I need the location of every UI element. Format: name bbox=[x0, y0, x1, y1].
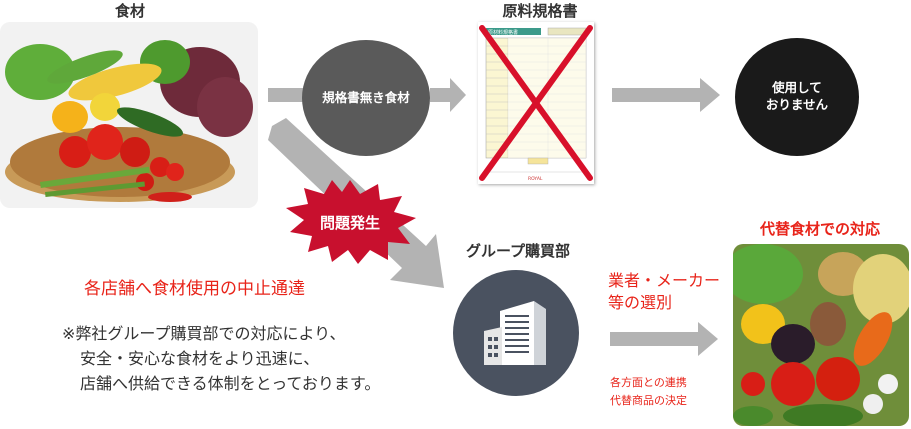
not-used-text: 使用して おりません bbox=[765, 80, 829, 112]
vegetable-basket-icon bbox=[0, 22, 258, 208]
group-purchasing-label: グループ購買部 bbox=[465, 242, 571, 260]
problem-text: 問題発生 bbox=[320, 214, 380, 232]
arrow-to-not-used bbox=[612, 78, 720, 112]
document-footer-text: ROYAL bbox=[528, 176, 543, 182]
alternative-label: 代替食材での対応 bbox=[759, 220, 880, 238]
red-x-cross-icon bbox=[479, 25, 593, 181]
group-purchasing-circle bbox=[453, 270, 579, 396]
arrow-to-no-spec bbox=[268, 88, 308, 102]
note-line-1: ※弊社グループ購買部での対応により、 bbox=[62, 324, 346, 343]
coordination-line-1: 各方面との連携 bbox=[610, 376, 687, 389]
arrow-to-spec-sheet bbox=[430, 78, 466, 112]
notify-stores-text: 各店舗へ食材使用の中止通達 bbox=[84, 279, 305, 299]
spec-sheet-label: 原料規格書 bbox=[502, 2, 578, 20]
select-vendor-text: 業者・メーカー 等の選別 bbox=[608, 271, 721, 312]
office-building-icon bbox=[484, 301, 546, 365]
coordination-block: 各方面との連携 代替商品の決定 bbox=[610, 374, 687, 409]
alternative-vegetables-icon bbox=[733, 244, 909, 426]
not-used-circle: 使用して おりません bbox=[735, 38, 859, 156]
ingredients-label: 食材 bbox=[114, 2, 145, 20]
note-line-3: 店舗へ供給できる体制をとっております。 bbox=[80, 373, 381, 393]
vegetables-photo bbox=[0, 22, 258, 208]
note-line-2: 安全・安心な食材をより迅速に、 bbox=[80, 348, 320, 368]
no-spec-ingredient-circle: 規格書無き食材 bbox=[302, 40, 430, 156]
arrow-to-alternative bbox=[610, 322, 718, 356]
problem-burst: 問題発生 bbox=[286, 180, 416, 264]
note-block: ※弊社グループ購買部での対応により、 安全・安心な食材をより迅速に、 店舗へ供給… bbox=[62, 322, 380, 396]
spec-sheet-document: 原材料規格書 ROYAL bbox=[478, 22, 594, 184]
alternative-vegetables-photo bbox=[733, 244, 909, 426]
no-spec-ingredient-text: 規格書無き食材 bbox=[322, 89, 410, 105]
coordination-line-2: 代替商品の決定 bbox=[610, 393, 687, 407]
document-header-text: 原材料規格書 bbox=[488, 29, 518, 36]
